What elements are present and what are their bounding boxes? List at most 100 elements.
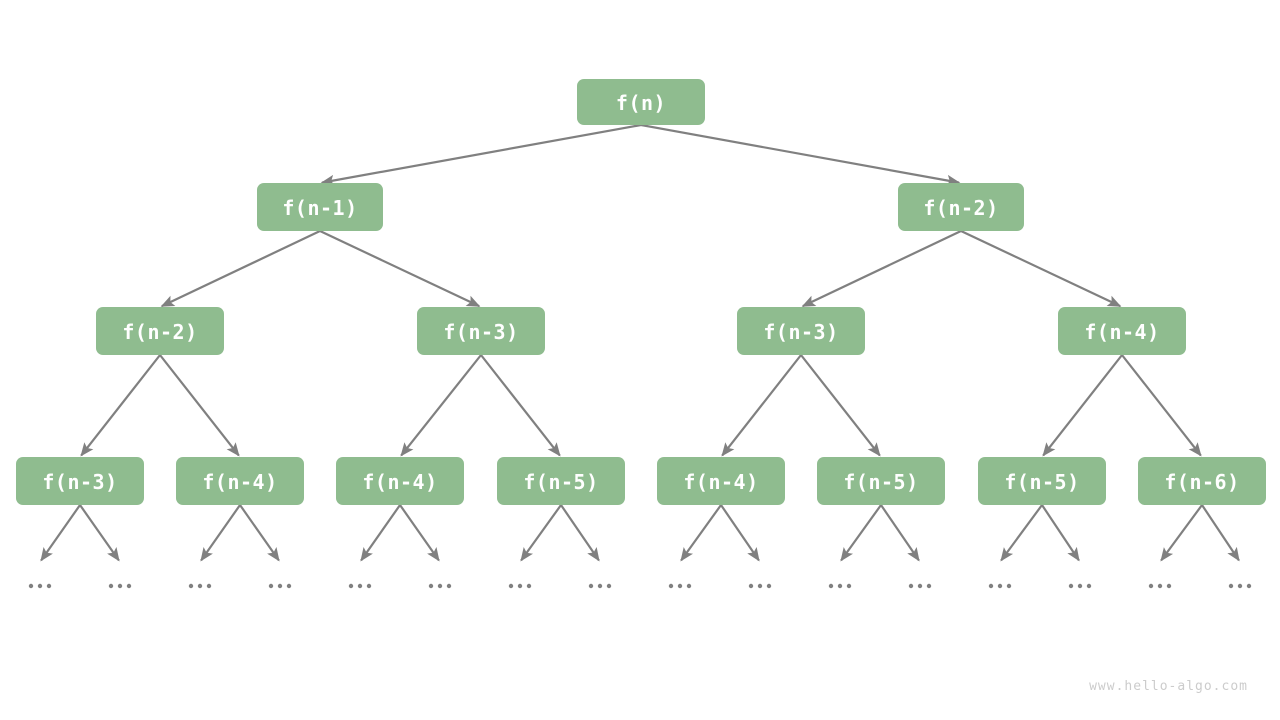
tree-edge <box>160 230 321 308</box>
ellipsis-dot <box>357 583 363 589</box>
leaf-edge <box>239 504 280 562</box>
node-label: f(n-3) <box>443 320 518 344</box>
node-label: f(n) <box>616 91 666 115</box>
ellipsis-dot <box>437 583 443 589</box>
ellipsis-marker <box>668 583 692 589</box>
tree-node[interactable]: f(n-4) <box>657 457 785 505</box>
watermark: www.hello-algo.com <box>1089 679 1248 694</box>
leaf-edges-layer <box>40 504 1240 562</box>
ellipsis-dot <box>268 583 274 589</box>
ellipsis-marker <box>588 583 612 589</box>
tree-edge <box>800 354 881 457</box>
ellipsis-marker <box>988 583 1012 589</box>
ellipsis-dot <box>837 583 843 589</box>
leaf-edge <box>1160 504 1203 562</box>
ellipsis-dot <box>597 583 603 589</box>
leaf-edge <box>1041 504 1080 562</box>
ellipsis-dot <box>508 583 514 589</box>
leaf-edge <box>720 504 760 562</box>
ellipsis-dot <box>286 583 292 589</box>
ellipsis-dot <box>526 583 532 589</box>
ellipsis-marker <box>1148 583 1172 589</box>
node-box <box>336 457 464 505</box>
tree-node[interactable]: f(n-6) <box>1138 457 1266 505</box>
ellipsis-dot <box>766 583 772 589</box>
node-label: f(n-4) <box>362 470 437 494</box>
ellipsis-dot <box>1068 583 1074 589</box>
tree-edge <box>319 230 481 308</box>
tree-node[interactable]: f(n-1) <box>257 183 383 231</box>
ellipsis-dot <box>1148 583 1154 589</box>
tree-node[interactable]: f(n-4) <box>176 457 304 505</box>
node-label: f(n-4) <box>683 470 758 494</box>
node-box <box>417 307 545 355</box>
node-box <box>657 457 785 505</box>
node-label: f(n-5) <box>523 470 598 494</box>
node-label: f(n-4) <box>202 470 277 494</box>
ellipsis-marker <box>1228 583 1252 589</box>
tree-node[interactable]: f(n-4) <box>1058 307 1186 355</box>
tree-edge <box>721 354 802 457</box>
leaf-edge <box>1201 504 1240 562</box>
ellipsis-marker <box>348 583 372 589</box>
ellipsis-dot <box>686 583 692 589</box>
tree-edge <box>159 354 240 457</box>
tree-node[interactable]: f(n-5) <box>817 457 945 505</box>
ellipsis-dot <box>197 583 203 589</box>
ellipsis-dot <box>1228 583 1234 589</box>
tree-node[interactable]: f(n-2) <box>898 183 1024 231</box>
ellipsis-marker <box>508 583 532 589</box>
leaf-edge <box>680 504 722 562</box>
tree-edge <box>640 123 961 187</box>
node-box <box>577 79 705 125</box>
ellipsis-dot <box>1246 583 1252 589</box>
ellipsis-dot <box>1086 583 1092 589</box>
tree-edge <box>1121 354 1202 457</box>
tree-node[interactable]: f(n-5) <box>978 457 1106 505</box>
tree-node[interactable]: f(n-3) <box>16 457 144 505</box>
leaf-edge <box>40 504 81 562</box>
node-box <box>978 457 1106 505</box>
tree-node[interactable]: f(n) <box>577 79 705 125</box>
tree-edge <box>1042 354 1123 457</box>
node-box <box>176 457 304 505</box>
ellipsis-dot <box>606 583 612 589</box>
tree-node[interactable]: f(n-2) <box>96 307 224 355</box>
tree-node[interactable]: f(n-5) <box>497 457 625 505</box>
ellipsis-dot <box>988 583 994 589</box>
edges-layer <box>80 123 1202 457</box>
node-label: f(n-5) <box>1004 470 1079 494</box>
ellipsis-dot <box>1006 583 1012 589</box>
tree-edge <box>801 230 962 308</box>
node-box <box>16 457 144 505</box>
ellipsis-dot <box>908 583 914 589</box>
tree-edge <box>480 354 561 457</box>
ellipsis-dot <box>677 583 683 589</box>
tree-node[interactable]: f(n-3) <box>417 307 545 355</box>
ellipsis-layer <box>28 583 1252 589</box>
leaf-edge <box>1000 504 1043 562</box>
ellipsis-marker <box>188 583 212 589</box>
ellipsis-dot <box>757 583 763 589</box>
ellipsis-dot <box>117 583 123 589</box>
leaf-edge <box>360 504 401 562</box>
tree-node[interactable]: f(n-4) <box>336 457 464 505</box>
leaf-edge <box>840 504 882 562</box>
ellipsis-dot <box>1166 583 1172 589</box>
ellipsis-dot <box>428 583 434 589</box>
ellipsis-dot <box>926 583 932 589</box>
ellipsis-dot <box>668 583 674 589</box>
node-label: f(n-6) <box>1164 470 1239 494</box>
leaf-edge <box>880 504 920 562</box>
node-label: f(n-5) <box>843 470 918 494</box>
ellipsis-dot <box>997 583 1003 589</box>
leaf-edge <box>79 504 120 562</box>
tree-node[interactable]: f(n-3) <box>737 307 865 355</box>
node-box <box>96 307 224 355</box>
node-box <box>1138 457 1266 505</box>
tree-edge <box>960 230 1122 308</box>
ellipsis-marker <box>428 583 452 589</box>
leaf-edge <box>200 504 241 562</box>
ellipsis-dot <box>1237 583 1243 589</box>
